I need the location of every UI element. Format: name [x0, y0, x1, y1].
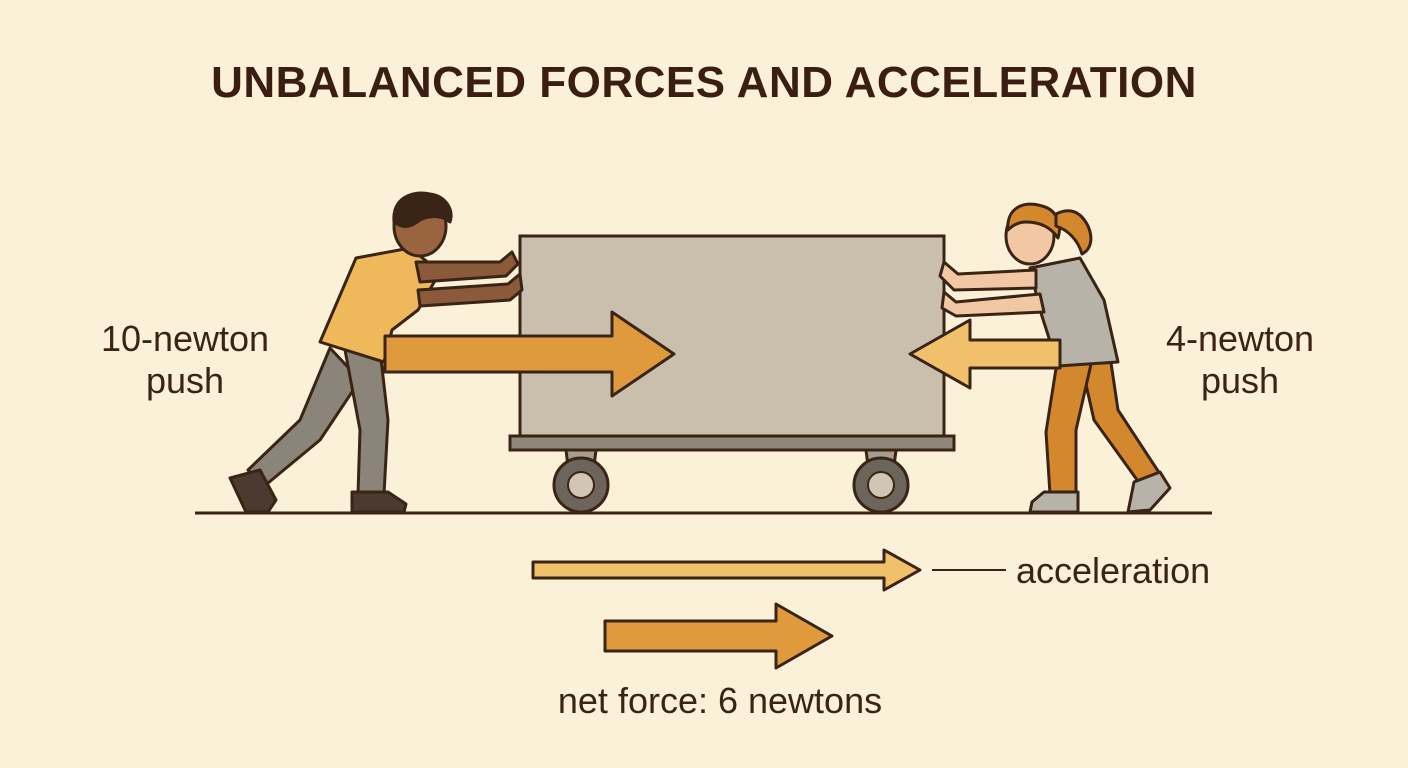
cart-platform [508, 434, 956, 452]
left-person-arm-lower [416, 272, 524, 308]
left-person-hair [392, 191, 453, 228]
right-person-ponytail [1054, 209, 1093, 256]
net-force-arrow [603, 602, 834, 670]
left-push-arrow [383, 310, 676, 398]
left-push-label-line2: push [145, 360, 225, 401]
left-person-front-shoe [350, 490, 408, 514]
diagram-title: UNBALANCED FORCES AND ACCELERATION [211, 58, 1197, 107]
right-wheel-hub [867, 471, 895, 499]
left-push-label: 10-newton push [70, 318, 300, 402]
right-person-arm-lower [940, 290, 1046, 318]
left-person [228, 191, 524, 514]
left-person-back-shoe [228, 468, 278, 514]
net-force-label: net force: 6 newtons [557, 680, 883, 721]
right-person-back-shoe [1126, 470, 1172, 514]
acceleration-arrow [531, 548, 922, 592]
right-push-label-line1: 4-newton [1165, 318, 1315, 359]
left-wheel-hub [567, 471, 595, 499]
left-person-front-leg [343, 348, 390, 496]
right-person-hair [1006, 202, 1061, 240]
right-person-front-leg [1044, 354, 1094, 496]
right-push-arrow [908, 318, 1062, 390]
right-person-arm-upper [938, 260, 1038, 292]
left-person-arm-upper [414, 250, 520, 284]
right-person-front-shoe [1028, 490, 1080, 514]
right-push-label: 4-newton push [1120, 318, 1360, 402]
right-push-label-line2: push [1200, 360, 1280, 401]
acceleration-label: acceleration [1016, 550, 1211, 591]
left-push-label-line1: 10-newton [100, 318, 270, 359]
right-person [938, 202, 1172, 514]
cart [508, 234, 956, 514]
